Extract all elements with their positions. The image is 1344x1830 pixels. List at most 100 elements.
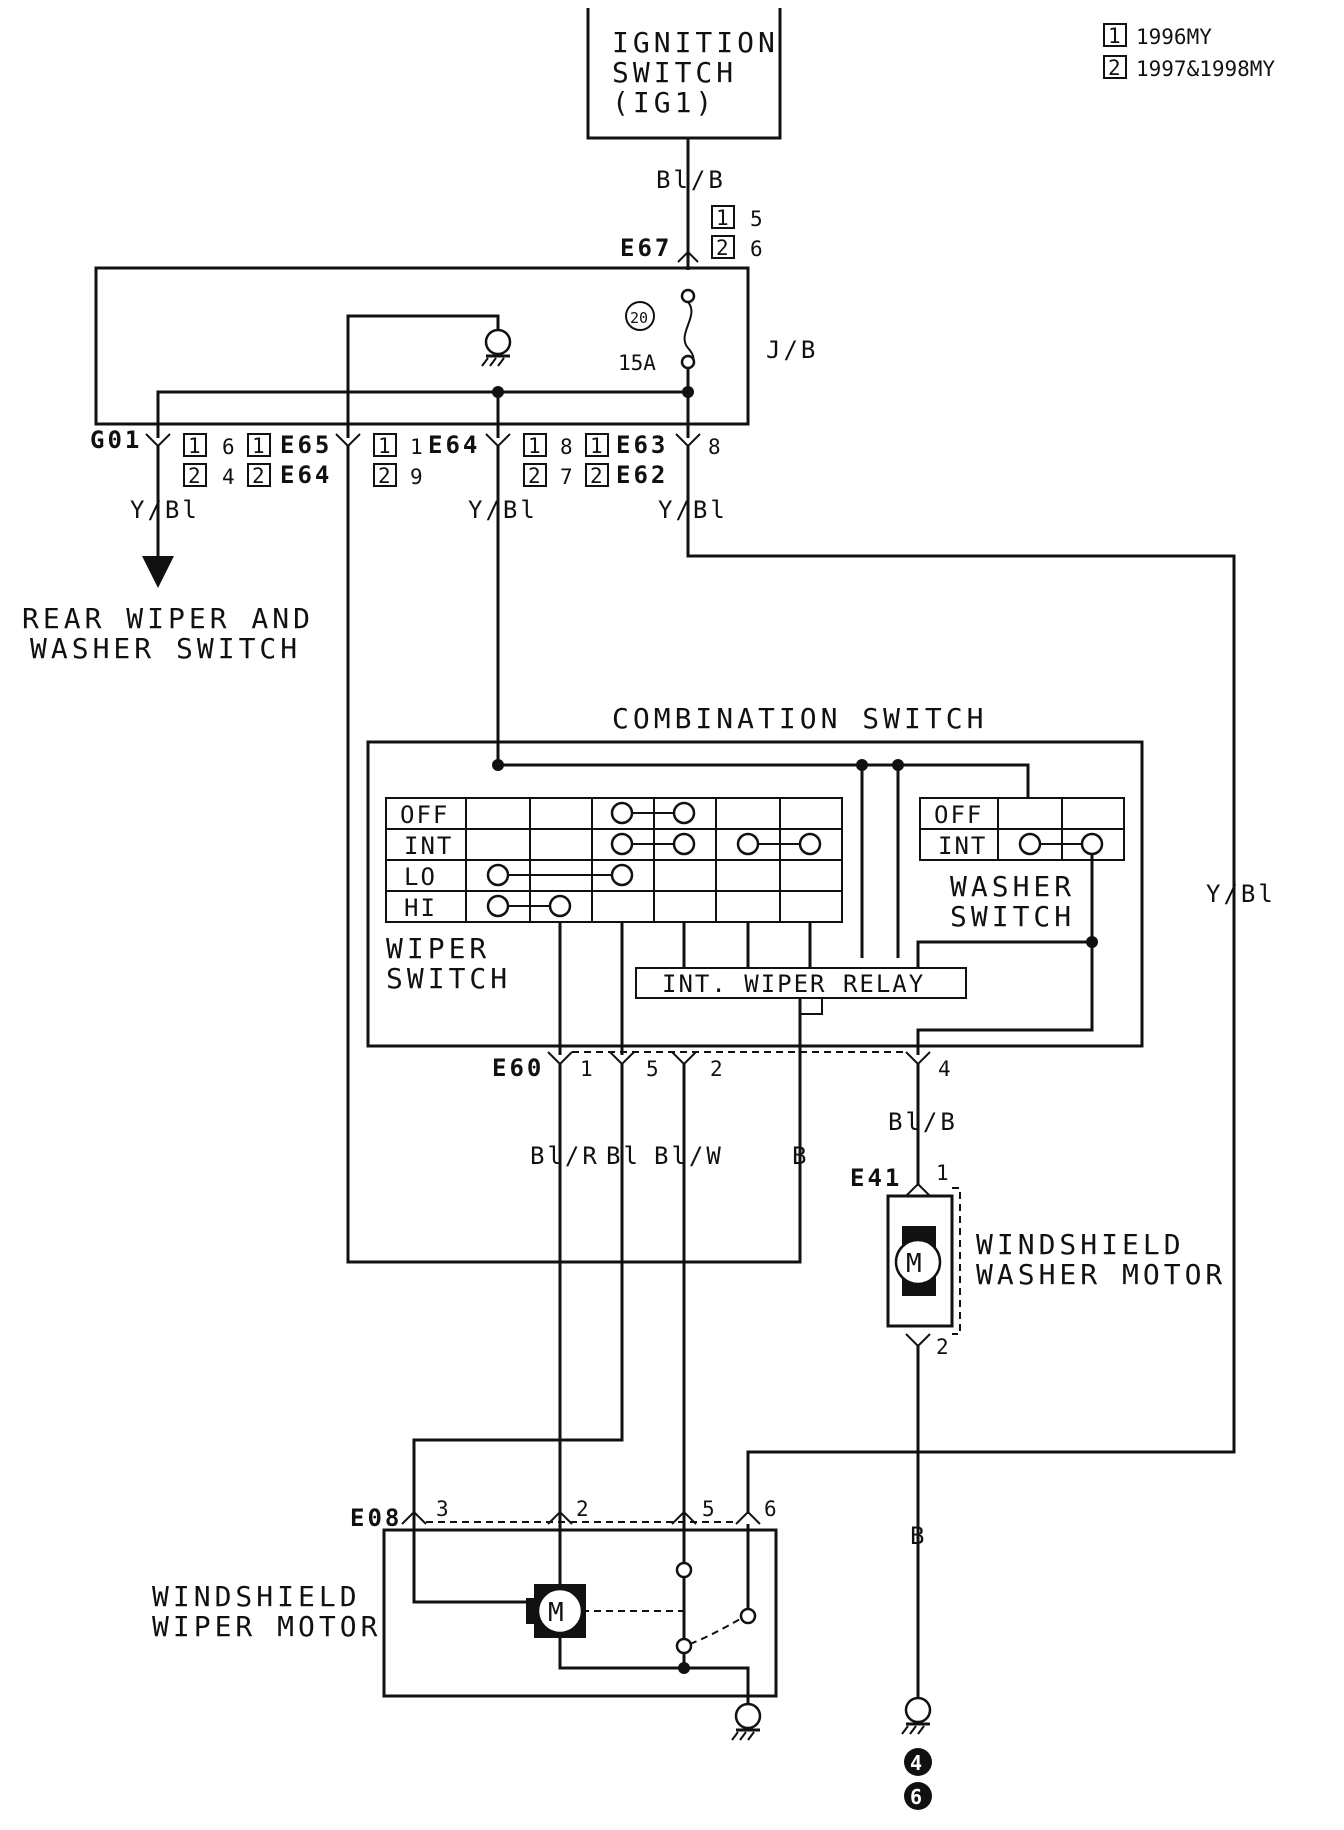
svg-text:8: 8: [560, 435, 573, 459]
motor-m-icon: M: [906, 1249, 922, 1279]
wire-color-y-bl-motor: Y/Bl: [658, 496, 728, 524]
int-wiper-relay: INT. WIPER RELAY: [635, 967, 967, 999]
svg-text:2: 2: [378, 464, 391, 488]
svg-text:9: 9: [410, 465, 423, 489]
connector-e67: E67 1 5 2 6: [620, 205, 763, 263]
connector-e60: E60 1 5 2 4: [492, 1051, 951, 1082]
svg-text:WASHER SWITCH: WASHER SWITCH: [30, 632, 301, 665]
svg-text:WIPER MOTOR: WIPER MOTOR: [152, 1610, 381, 1643]
connector-e65-e64: 1 E65 2 E64 1 1 2 9: [247, 431, 423, 489]
svg-text:1: 1: [936, 1161, 949, 1185]
svg-text:6: 6: [222, 435, 235, 459]
svg-text:1: 1: [410, 435, 423, 459]
svg-text:E65: E65: [280, 431, 332, 459]
jb-ground-icon: [481, 328, 512, 367]
svg-text:COMBINATION SWITCH: COMBINATION SWITCH: [612, 702, 987, 735]
wire-color-b: B: [792, 1142, 809, 1170]
wire-color-bl: Bl: [606, 1142, 641, 1170]
svg-text:2: 2: [576, 1497, 589, 1521]
svg-text:20: 20: [630, 309, 648, 327]
svg-text:E67: E67: [620, 234, 672, 262]
svg-text:5: 5: [750, 207, 763, 231]
wire-color-y-bl-rear: Y/Bl: [130, 496, 200, 524]
junction-block: J/B: [94, 266, 818, 426]
washer-switch-label: WASHER SWITCH: [950, 870, 1075, 933]
svg-text:E64: E64: [280, 461, 332, 489]
wire-color-bl-b-washer: Bl/B: [888, 1108, 958, 1136]
svg-text:1: 1: [252, 434, 265, 458]
wiper-pos-int: INT: [404, 832, 453, 860]
svg-text:8: 8: [708, 435, 721, 459]
wiper-switch-label: WIPER SWITCH: [386, 932, 511, 995]
svg-text:1: 1: [580, 1057, 593, 1081]
svg-text:E41: E41: [850, 1164, 902, 1192]
svg-text:IGNITION: IGNITION: [612, 26, 779, 59]
connector-g01: G01 1 6 2 4: [90, 426, 235, 489]
washer-pos-int: INT: [938, 832, 987, 860]
svg-text:1: 1: [1108, 24, 1121, 48]
svg-text:15A: 15A: [618, 351, 656, 375]
svg-text:5: 5: [702, 1497, 715, 1521]
svg-text:J/B: J/B: [766, 336, 818, 364]
windshield-wiper-motor: [382, 1528, 778, 1698]
svg-text:4: 4: [910, 1751, 922, 1775]
wire-color-bl-r: Bl/R: [530, 1142, 600, 1170]
svg-text:6: 6: [910, 1785, 922, 1809]
svg-text:REAR WIPER AND: REAR WIPER AND: [22, 602, 314, 635]
svg-text:3: 3: [436, 1497, 449, 1521]
svg-text:WASHER MOTOR: WASHER MOTOR: [976, 1258, 1226, 1291]
svg-text:2: 2: [710, 1057, 723, 1081]
svg-text:E64: E64: [428, 431, 480, 459]
svg-text:5: 5: [646, 1057, 659, 1081]
washer-motor-label: WINDSHIELD WASHER MOTOR: [976, 1228, 1226, 1291]
connector-e41: E41 1 2: [850, 1161, 949, 1359]
svg-text:2: 2: [528, 464, 541, 488]
svg-text:1: 1: [528, 434, 541, 458]
connector-e64-e62: E64 1 8 2 7: [428, 431, 573, 489]
ground-reference-badges: 4 6: [904, 1748, 932, 1810]
svg-text:4: 4: [222, 465, 235, 489]
model-year-legend: 1 1996MY 2 1997&1998MY: [1103, 23, 1275, 81]
arrow-down-icon: [142, 556, 174, 588]
svg-text:WASHER: WASHER: [950, 870, 1075, 903]
svg-text:2: 2: [188, 464, 201, 488]
svg-text:2: 2: [590, 464, 603, 488]
svg-text:4: 4: [938, 1057, 951, 1081]
svg-text:2: 2: [1108, 56, 1121, 80]
washer-ground-icon: [901, 1696, 932, 1735]
svg-text:SWITCH: SWITCH: [386, 962, 511, 995]
wire-color-y-bl-switch: Y/Bl: [468, 496, 538, 524]
wiper-motor-label: WINDSHIELD WIPER MOTOR: [152, 1580, 381, 1643]
svg-text:(IG1): (IG1): [612, 86, 716, 119]
svg-text:E62: E62: [616, 461, 668, 489]
svg-text:6: 6: [764, 1497, 777, 1521]
svg-text:G01: G01: [90, 426, 142, 454]
legend-1997-1998: 1997&1998MY: [1136, 57, 1275, 81]
svg-text:1: 1: [188, 434, 201, 458]
wiper-switch-table: OFF INT LO HI: [385, 797, 843, 923]
svg-text:E08: E08: [350, 1504, 402, 1532]
svg-text:WIPER: WIPER: [386, 932, 490, 965]
combination-switch: COMBINATION SWITCH: [366, 702, 1144, 1048]
wiper-motor-ground-icon: [731, 1702, 762, 1741]
wiper-motor-m-icon: M: [526, 1584, 586, 1638]
washer-switch-table: OFF INT: [919, 797, 1125, 861]
svg-text:WINDSHIELD: WINDSHIELD: [976, 1228, 1185, 1261]
wire-color-bl-b: Bl/B: [656, 166, 726, 194]
svg-text:M: M: [548, 1598, 564, 1628]
svg-text:6: 6: [750, 237, 763, 261]
svg-text:SWITCH: SWITCH: [950, 900, 1075, 933]
svg-text:2: 2: [252, 464, 265, 488]
wiper-pos-hi: HI: [404, 894, 437, 922]
svg-text:SWITCH: SWITCH: [612, 56, 737, 89]
svg-text:E60: E60: [492, 1054, 544, 1082]
wire-color-y-bl-right: Y/Bl: [1206, 880, 1276, 908]
svg-text:7: 7: [560, 465, 573, 489]
svg-text:1: 1: [716, 206, 729, 230]
svg-text:E63: E63: [616, 431, 668, 459]
svg-text:1: 1: [590, 434, 603, 458]
washer-pos-off: OFF: [934, 801, 983, 829]
ignition-switch: IGNITION SWITCH (IG1): [586, 8, 782, 140]
rear-wiper-washer-switch-label: REAR WIPER AND WASHER SWITCH: [22, 602, 314, 665]
